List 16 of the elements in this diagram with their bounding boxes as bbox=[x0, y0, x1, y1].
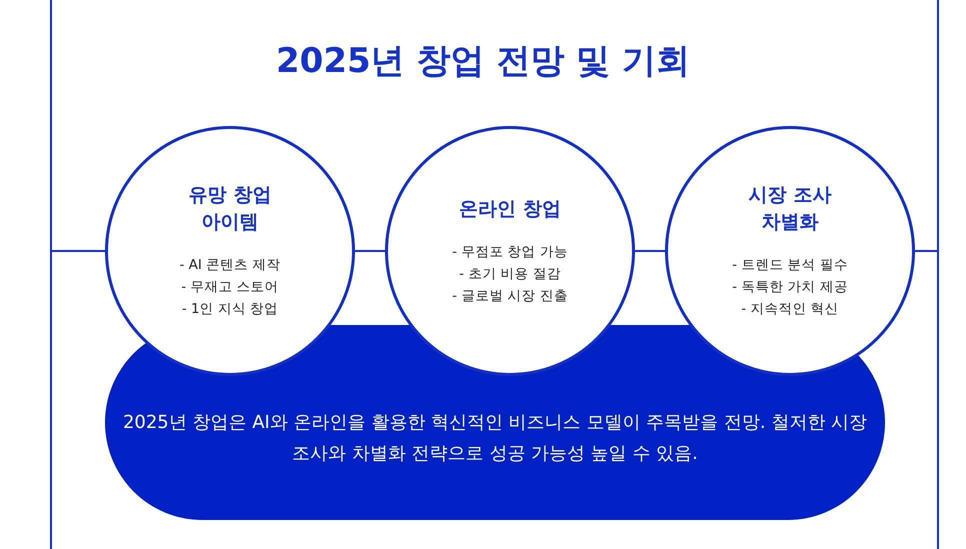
circle-heading: 유망 창업 아이템 bbox=[188, 183, 272, 235]
summary-text: 2025년 창업은 AI와 온라인을 활용한 혁신적인 비즈니스 모델이 주목받을 전망. 철저한 시장 조사와 차별화 전략으로 성공 가능성 높일 수 있음. bbox=[122, 410, 868, 466]
connector-line bbox=[355, 250, 385, 252]
list-item: - 글로벌 시장 진출 bbox=[452, 286, 568, 306]
list-item: - 트렌드 분석 필수 bbox=[732, 256, 848, 275]
list-item: - 지속적인 혁신 bbox=[741, 300, 839, 319]
title: 2025년 창업 전망 및 기회 bbox=[275, 40, 691, 83]
list-item: - AI 콘텐츠 제작 bbox=[180, 256, 280, 275]
list-item: - 무재고 스토어 bbox=[181, 278, 279, 297]
list-item: - 1인 지식 창업 bbox=[182, 300, 278, 319]
circle-heading: 시장 조사 차별화 bbox=[748, 183, 832, 235]
connector-line bbox=[635, 250, 665, 252]
list-item: - 독특한 가치 제공 bbox=[732, 278, 848, 297]
list-item: - 초기 비용 절감 bbox=[459, 264, 561, 284]
list-item: - 무점포 창업 가능 bbox=[452, 242, 568, 262]
circle-heading: 온라인 창업 bbox=[458, 196, 562, 222]
